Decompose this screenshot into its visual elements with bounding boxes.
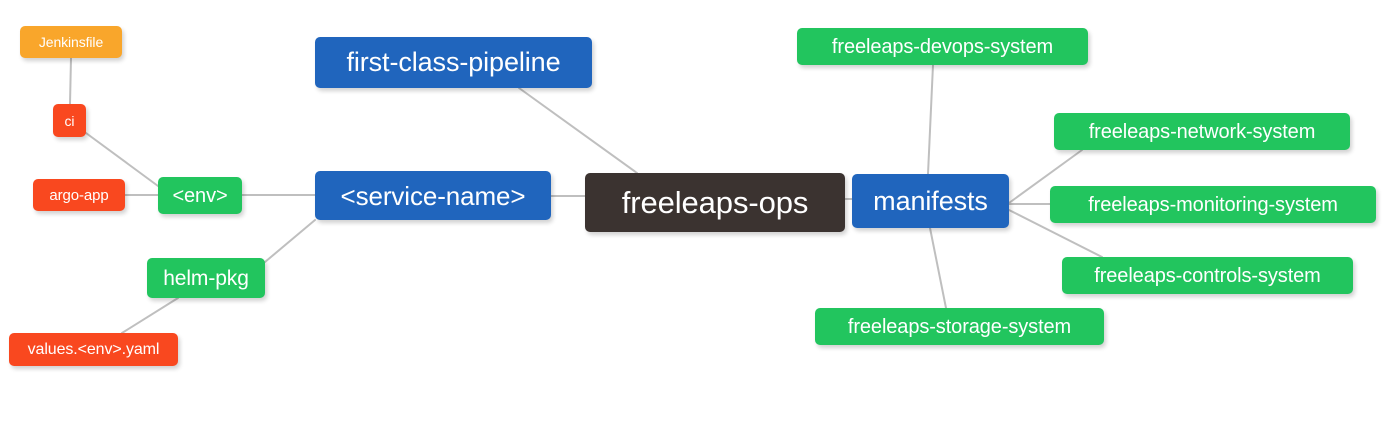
node-label-jenkinsfile: Jenkinsfile bbox=[38, 34, 104, 50]
edge-first-class-pipeline-to-freeleaps-ops bbox=[518, 87, 638, 174]
node-label-argo-app: argo-app bbox=[49, 186, 109, 204]
node-label-freeleaps-network-system: freeleaps-network-system bbox=[1088, 120, 1316, 143]
node-freeleaps-network-system[interactable]: freeleaps-network-system bbox=[1054, 113, 1350, 150]
edge-manifests-to-freeleaps-storage-system bbox=[929, 227, 947, 309]
node-freeleaps-storage-system[interactable]: freeleaps-storage-system bbox=[815, 308, 1104, 345]
edge-manifests-to-freeleaps-devops-system bbox=[927, 64, 934, 175]
node-label-service-name: <service-name> bbox=[340, 180, 526, 211]
node-values-yaml[interactable]: values.<env>.yaml bbox=[9, 333, 178, 366]
node-env[interactable]: <env> bbox=[158, 177, 242, 214]
node-label-env: <env> bbox=[172, 184, 228, 207]
node-label-helm-pkg: helm-pkg bbox=[163, 266, 249, 290]
node-manifests[interactable]: manifests bbox=[852, 174, 1009, 228]
node-label-freeleaps-devops-system: freeleaps-devops-system bbox=[831, 35, 1054, 58]
node-argo-app[interactable]: argo-app bbox=[33, 179, 125, 211]
node-label-freeleaps-storage-system: freeleaps-storage-system bbox=[847, 315, 1072, 338]
node-first-class-pipeline[interactable]: first-class-pipeline bbox=[315, 37, 592, 88]
node-freeleaps-devops-system[interactable]: freeleaps-devops-system bbox=[797, 28, 1088, 65]
node-helm-pkg[interactable]: helm-pkg bbox=[147, 258, 265, 298]
edge-jenkinsfile-to-ci bbox=[69, 57, 72, 105]
node-label-ci: ci bbox=[64, 112, 75, 129]
node-label-manifests: manifests bbox=[873, 185, 988, 216]
edge-service-name-to-helm-pkg bbox=[264, 219, 316, 263]
node-label-freeleaps-ops: freeleaps-ops bbox=[621, 185, 809, 220]
node-service-name[interactable]: <service-name> bbox=[315, 171, 551, 220]
node-jenkinsfile[interactable]: Jenkinsfile bbox=[20, 26, 122, 58]
node-freeleaps-controls-system[interactable]: freeleaps-controls-system bbox=[1062, 257, 1353, 294]
node-ci[interactable]: ci bbox=[53, 104, 86, 137]
node-label-first-class-pipeline: first-class-pipeline bbox=[346, 47, 561, 77]
node-label-freeleaps-controls-system: freeleaps-controls-system bbox=[1094, 264, 1321, 287]
node-freeleaps-ops[interactable]: freeleaps-ops bbox=[585, 173, 845, 232]
node-label-freeleaps-monitoring-system: freeleaps-monitoring-system bbox=[1088, 193, 1338, 216]
node-freeleaps-monitoring-system[interactable]: freeleaps-monitoring-system bbox=[1050, 186, 1376, 223]
edge-helm-pkg-to-values-yaml bbox=[121, 297, 179, 334]
node-label-values-yaml: values.<env>.yaml bbox=[27, 340, 160, 358]
